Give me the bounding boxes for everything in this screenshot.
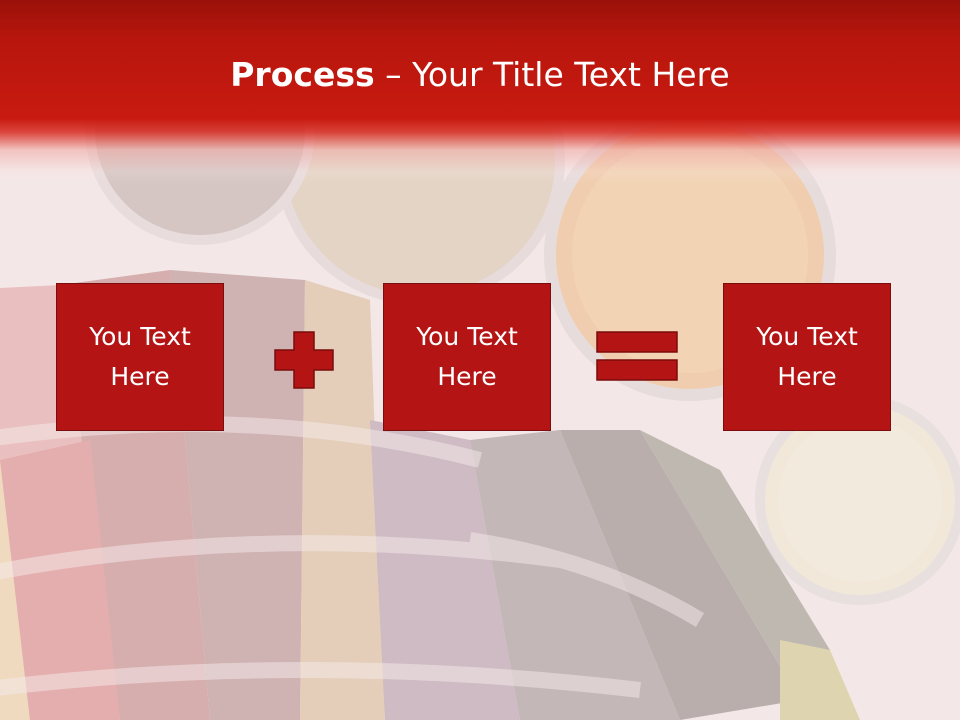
title-bold: Process xyxy=(230,55,375,94)
title-rest: – Your Title Text Here xyxy=(374,55,730,94)
title-banner xyxy=(0,0,960,185)
slide-title[interactable]: Process – Your Title Text Here xyxy=(0,52,960,98)
equals-icon xyxy=(596,331,678,381)
process-box-3-text: You Text Here xyxy=(756,322,858,391)
process-box-2[interactable]: You Text Here xyxy=(383,283,551,431)
process-box-1-text: You Text Here xyxy=(89,322,191,391)
process-box-2-text: You Text Here xyxy=(416,322,518,391)
process-box-1[interactable]: You Text Here xyxy=(56,283,224,431)
process-box-3[interactable]: You Text Here xyxy=(723,283,891,431)
plus-icon xyxy=(274,331,334,389)
